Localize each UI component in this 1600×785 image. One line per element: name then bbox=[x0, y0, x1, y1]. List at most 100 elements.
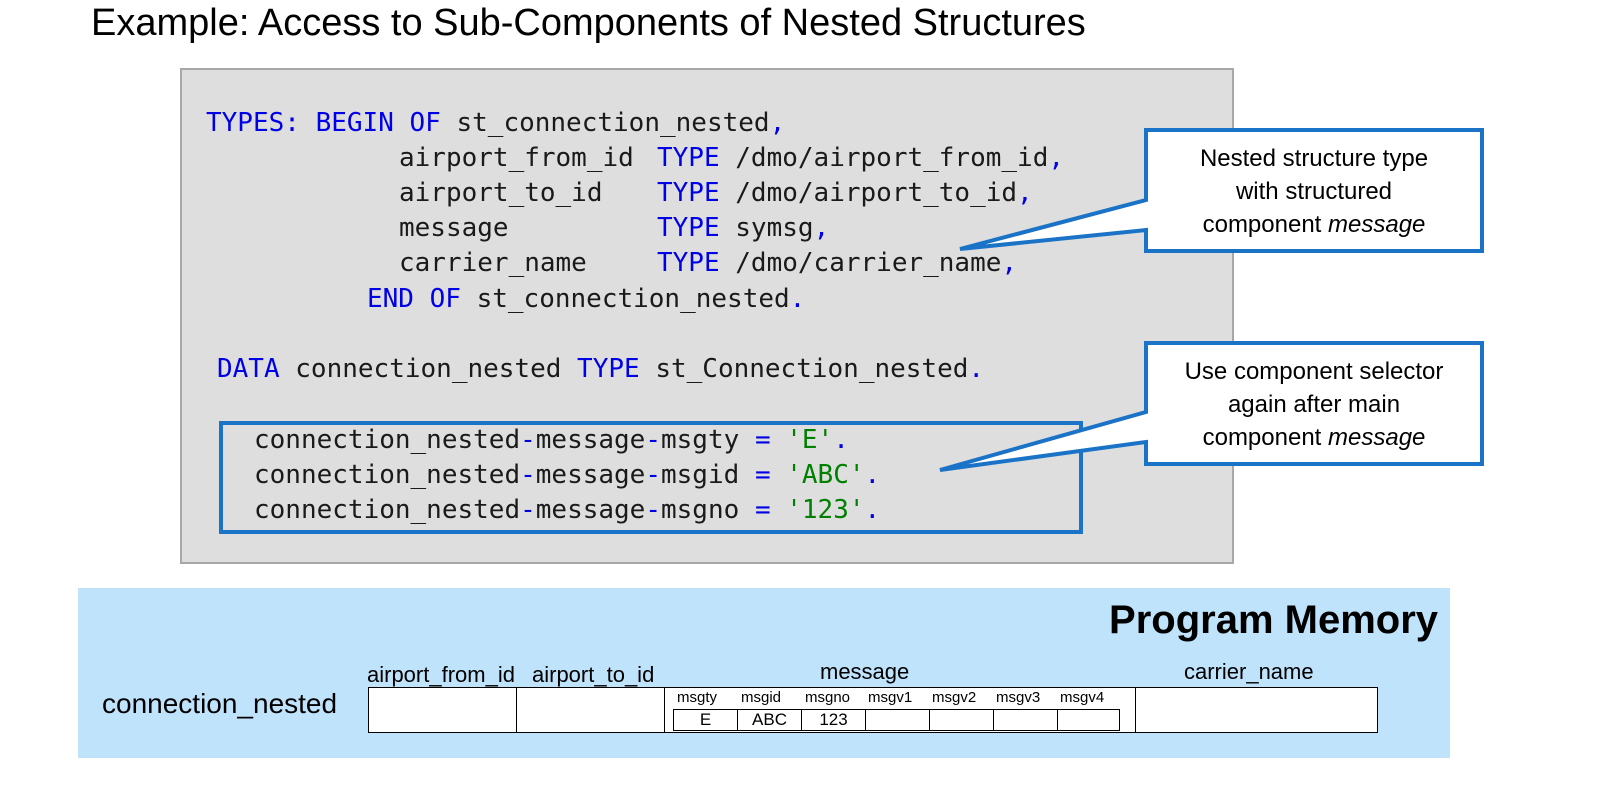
label-airport-to-id: airport_to_id bbox=[532, 662, 655, 687]
equals: = bbox=[754, 495, 771, 525]
kw-of: OF bbox=[409, 108, 441, 138]
punct: , bbox=[769, 108, 786, 138]
cell-airport-to-id bbox=[516, 687, 665, 733]
literal: 'ABC' bbox=[786, 460, 865, 490]
punct: . bbox=[833, 425, 849, 455]
sublabel-msgv2: msgv2 bbox=[932, 689, 977, 706]
sublabel-msgv1: msgv1 bbox=[868, 689, 913, 706]
equals: = bbox=[754, 460, 771, 490]
kw-end: END bbox=[367, 284, 414, 314]
label-message: message bbox=[820, 659, 910, 684]
code-line-1: TYPES: BEGIN OF st_connection_nested, bbox=[206, 106, 785, 140]
kw-type: TYPE bbox=[577, 354, 640, 384]
label-airport-from-id: airport_from_id bbox=[367, 662, 515, 687]
field-name: message bbox=[399, 213, 509, 243]
cell-airport-from-id bbox=[368, 687, 517, 733]
assign-line-3: connection_nested-message-msgno = '123'. bbox=[254, 493, 880, 527]
sublabel-msgv3: msgv3 bbox=[996, 689, 1041, 706]
type-ref: /dmo/airport_to_id bbox=[735, 178, 1018, 208]
highlight-box bbox=[219, 421, 1083, 534]
component: message bbox=[535, 460, 646, 490]
type-name: st_connection_nested bbox=[456, 108, 770, 138]
callout-2-line-3: component message bbox=[1150, 421, 1478, 454]
subcell-msgv3 bbox=[993, 709, 1058, 731]
selector: - bbox=[645, 425, 661, 455]
type-ref: /dmo/carrier_name bbox=[735, 248, 1002, 278]
punct: . bbox=[864, 495, 881, 525]
subcell-msgv2 bbox=[929, 709, 994, 731]
code-line-3-type: TYPE /dmo/airport_to_id, bbox=[657, 176, 1033, 210]
callout-2-shape bbox=[939, 341, 1484, 472]
assign-line-1: connection_nested-message-msgty = 'E'. bbox=[254, 423, 849, 457]
assign-line-2: connection_nested-message-msgid = 'ABC'. bbox=[254, 458, 880, 492]
callout-2-line-2: again after main bbox=[1227, 391, 1401, 418]
kw-data: DATA bbox=[217, 354, 280, 384]
program-memory-title: Program Memory bbox=[1109, 598, 1438, 642]
code-line-6: END OF st_connection_nested. bbox=[367, 282, 805, 316]
callout-1-shape bbox=[959, 128, 1484, 253]
punct: , bbox=[813, 213, 830, 243]
selector: - bbox=[520, 425, 536, 455]
code-block bbox=[180, 68, 1234, 564]
punct: , bbox=[1017, 178, 1033, 208]
callout-2-line-1: Use component selector bbox=[1184, 358, 1444, 385]
field-name: airport_to_id bbox=[399, 178, 603, 208]
literal: 'E' bbox=[786, 425, 834, 455]
kw-type: TYPE bbox=[657, 248, 720, 278]
kw-type: TYPE bbox=[657, 143, 720, 173]
component: message bbox=[535, 495, 646, 525]
code-line-4: message bbox=[399, 211, 509, 245]
subcell-msgty: E bbox=[673, 709, 738, 731]
sublabel-msgv4: msgv4 bbox=[1060, 689, 1105, 706]
subcomponent: msgty bbox=[661, 425, 740, 455]
code-line-3: airport_to_id bbox=[399, 176, 603, 210]
type-ref: st_Connection_nested bbox=[655, 354, 969, 384]
component: message bbox=[535, 425, 646, 455]
selector: - bbox=[645, 495, 661, 525]
code-line-5-type: TYPE /dmo/carrier_name, bbox=[657, 246, 1017, 280]
slide-title: Example: Access to Sub-Components of Nes… bbox=[91, 2, 1086, 44]
punct: . bbox=[789, 284, 806, 314]
punct: . bbox=[864, 460, 881, 490]
selector: - bbox=[520, 495, 536, 525]
literal: '123' bbox=[786, 495, 865, 525]
type-name: st_connection_nested bbox=[476, 284, 790, 314]
code-line-7: DATA connection_nested TYPE st_Connectio… bbox=[217, 352, 984, 386]
sublabel-msgid: msgid bbox=[741, 689, 782, 706]
kw-types: TYPES: bbox=[206, 108, 300, 138]
var: connection_nested bbox=[254, 425, 521, 455]
sublabel-msgno: msgno bbox=[805, 689, 851, 706]
type-ref: symsg bbox=[735, 213, 814, 243]
callout-2-plain: component bbox=[1202, 424, 1329, 451]
kw-type: TYPE bbox=[657, 178, 720, 208]
var: connection_nested bbox=[254, 495, 521, 525]
field-name: airport_from_id bbox=[399, 143, 634, 173]
subcomponent: msgno bbox=[661, 495, 740, 525]
cell-carrier-name bbox=[1135, 687, 1378, 733]
subcell-msgv1 bbox=[865, 709, 930, 731]
field-name: carrier_name bbox=[399, 248, 587, 278]
callout-1-italic: message bbox=[1328, 211, 1426, 238]
callout-1-text: Nested structure type with structured co… bbox=[1150, 142, 1478, 241]
callout-2-text: Use component selector again after main … bbox=[1150, 355, 1478, 454]
code-line-4-type: TYPE symsg, bbox=[657, 211, 829, 245]
subcell-msgid: ABC bbox=[737, 709, 802, 731]
callout-1-line-3: component message bbox=[1150, 208, 1478, 241]
kw-of: OF bbox=[429, 284, 461, 314]
code-line-5: carrier_name bbox=[399, 246, 587, 280]
punct: , bbox=[1001, 248, 1018, 278]
callout-1-plain: component bbox=[1202, 211, 1329, 238]
selector: - bbox=[645, 460, 661, 490]
sublabel-msgty: msgty bbox=[677, 689, 718, 706]
punct: . bbox=[968, 354, 985, 384]
callout-2-italic: message bbox=[1328, 424, 1426, 451]
subcell-msgv4 bbox=[1057, 709, 1120, 731]
var: connection_nested bbox=[254, 460, 521, 490]
kw-type: TYPE bbox=[657, 213, 720, 243]
subcell-msgno: 123 bbox=[801, 709, 866, 731]
variable-name: connection_nested bbox=[295, 354, 562, 384]
callout-1-line-2: with structured bbox=[1235, 178, 1393, 205]
code-line-2-type: TYPE /dmo/airport_from_id, bbox=[657, 141, 1064, 175]
type-ref: /dmo/airport_from_id bbox=[735, 143, 1049, 173]
subcomponent: msgid bbox=[661, 460, 740, 490]
